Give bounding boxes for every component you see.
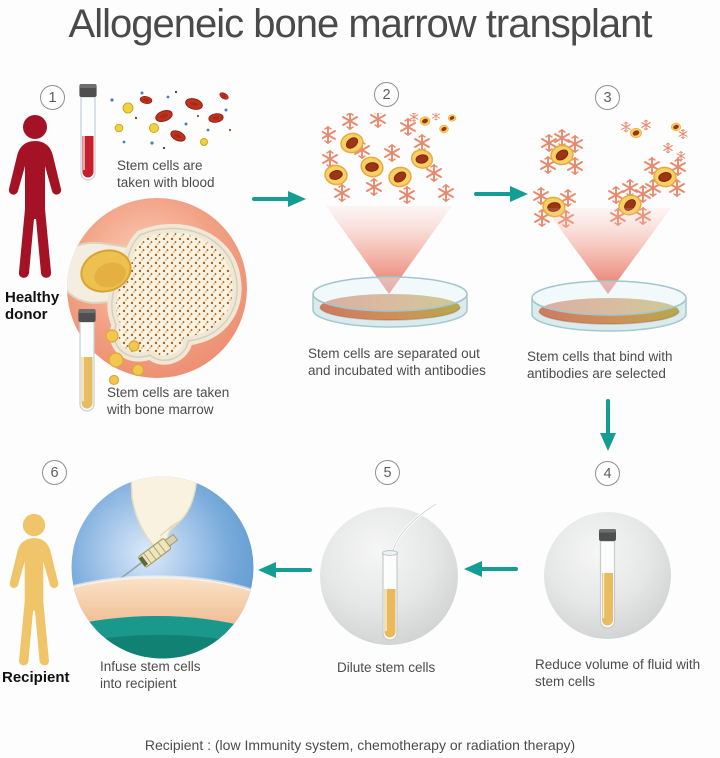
petri-dish-icon [309, 262, 471, 336]
donor-label: Healthy donor [5, 289, 60, 324]
blood-cells-icon [106, 86, 234, 156]
stem-cells-antibodies-icon [322, 113, 457, 215]
step-2-caption: Stem cells are separated out and incubat… [308, 346, 486, 379]
blood-test-tube-icon [76, 84, 100, 190]
step-4-number: 4 [595, 461, 620, 486]
light-cone-icon [326, 206, 452, 294]
right-arrow-icon [474, 185, 528, 203]
step-5-caption: Dilute stem cells [337, 660, 436, 675]
page-title: Allogeneic bone marrow transplant [68, 2, 653, 46]
step-3-caption: Stem cells that bind with antibodies are… [527, 349, 673, 382]
step-4-caption: Reduce volume of fluid with stem cells [535, 657, 701, 690]
step-5-number: 5 [375, 460, 400, 485]
recipient-footnote: Recipient : (low Immunity system, chemot… [144, 737, 576, 753]
step-1-number-label: 1 [48, 89, 57, 106]
fat-droplets-icon [100, 326, 150, 388]
step-3-number: 3 [595, 85, 620, 110]
step-3-number-label: 3 [603, 89, 612, 106]
open-test-tube-icon [379, 549, 401, 647]
recipient-label: Recipient [2, 669, 70, 686]
step-1-blood-caption: Stem cells are taken with blood [117, 158, 215, 191]
recipient-figure-icon [5, 513, 63, 673]
infusion-illustration [71, 476, 254, 659]
bone-marrow-illustration [66, 197, 248, 379]
light-cone-icon [545, 208, 671, 294]
left-arrow-icon [258, 561, 312, 579]
down-arrow-icon [599, 399, 617, 451]
step-1-number: 1 [40, 85, 65, 110]
healthy-donor-figure-icon [5, 111, 65, 289]
step-4-number-label: 4 [603, 465, 612, 482]
step-1-marrow-caption: Stem cells are taken with bone marrow [107, 385, 230, 418]
marrow-test-tube-icon [75, 309, 99, 421]
step-2-number: 2 [374, 82, 399, 107]
petri-dish-icon [528, 266, 690, 340]
right-arrow-icon [252, 190, 306, 208]
step-6-number-label: 6 [50, 464, 59, 481]
capped-test-tube-icon [596, 529, 619, 635]
step-6-caption: Infuse stem cells into recipient [100, 659, 201, 692]
step-5-number-label: 5 [383, 464, 392, 481]
left-arrow-icon [464, 560, 518, 578]
step-6-number: 6 [42, 460, 67, 485]
step-2-number-label: 2 [382, 86, 391, 103]
